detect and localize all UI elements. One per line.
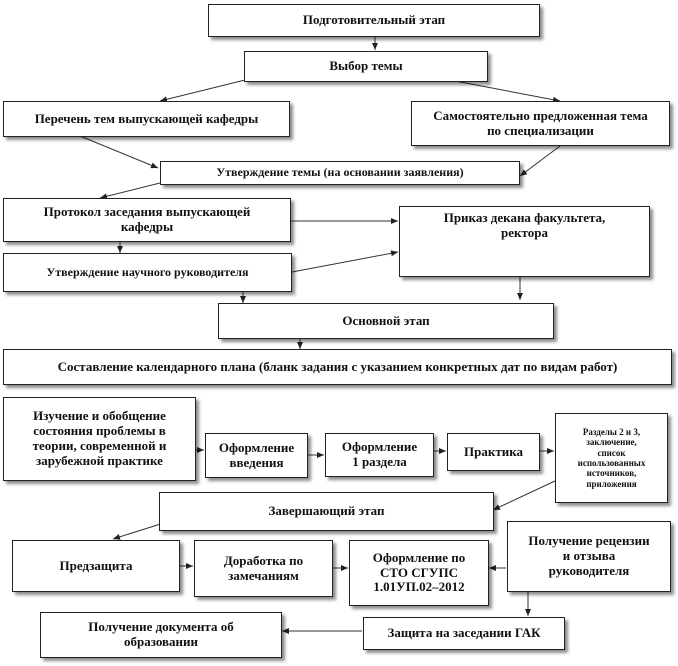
box-introduction: Оформление введения: [205, 433, 308, 478]
box-topic-approval-label: Утверждение темы (на основании заявления…: [216, 165, 464, 180]
box-introduction-label: Оформление введения: [218, 439, 295, 470]
box-main-stage: Основной этап: [218, 303, 554, 339]
box-self-proposed-topic: Самостоятельно предложенная тема по спец…: [411, 101, 670, 146]
box-reviews: Получение рецензии и отзыва руководителя: [507, 521, 671, 592]
box-gak-defense-label: Защита на заседании ГАК: [387, 625, 541, 641]
box-final-stage-label: Завершающий этап: [268, 503, 385, 519]
arrow-approval-to-protocol: [99, 182, 161, 200]
box-education-document-label: Получение документа об образовании: [88, 619, 234, 649]
box-preparatory-stage-label: Подготовительный этап: [302, 12, 446, 28]
box-final-stage: Завершающий этап: [159, 492, 494, 531]
box-dean-order-label: Приказ декана факультета, ректора: [443, 210, 606, 240]
box-revision-label: Доработка по замечаниям: [223, 552, 304, 583]
box-section-one: Оформление 1 раздела: [325, 433, 434, 477]
box-reviews-label: Получение рецензии и отзыва руководителя: [528, 533, 650, 578]
box-revision: Доработка по замечаниям: [194, 540, 333, 597]
box-topic-approval: Утверждение темы (на основании заявления…: [160, 161, 520, 185]
box-preparatory-stage: Подготовительный этап: [208, 4, 540, 37]
box-sections-2-3-label: Разделы 2 и 3, заключение, список исполь…: [577, 426, 646, 489]
box-calendar-plan: Составление календарного плана (бланк за…: [3, 349, 672, 385]
box-main-stage-label: Основной этап: [342, 312, 430, 328]
box-education-document: Получение документа об образовании: [40, 612, 282, 658]
box-sections-2-3: Разделы 2 и 3, заключение, список исполь…: [555, 413, 668, 503]
box-formatting-standard: Оформление по СТО СГУПС 1.01УП.02–2012: [349, 540, 489, 606]
box-practice: Практика: [447, 433, 540, 471]
box-calendar-plan-label: Составление календарного плана (бланк за…: [57, 358, 618, 374]
box-department-topics-label: Перечень тем выпускающей кафедры: [34, 110, 259, 126]
box-dean-order: Приказ декана факультета, ректора: [399, 206, 650, 277]
arrow-topic-to-department-topics: [159, 79, 246, 103]
box-topic-choice: Выбор темы: [244, 51, 488, 82]
box-self-proposed-topic-label: Самостоятельно предложенная тема по спец…: [433, 107, 648, 138]
box-department-topics: Перечень тем выпускающей кафедры: [3, 101, 290, 137]
box-supervisor-approval-label: Утверждение научного руководителя: [46, 264, 249, 279]
box-practice-label: Практика: [463, 443, 523, 459]
box-gak-defense: Защита на заседании ГАК: [363, 617, 565, 650]
box-pre-defense-label: Предзащита: [59, 557, 133, 573]
box-supervisor-approval: Утверждение научного руководителя: [3, 253, 292, 292]
box-formatting-standard-label: Оформление по СТО СГУПС 1.01УП.02–2012: [372, 549, 466, 595]
arrow-supervisor-to-dean-order: [291, 250, 399, 273]
box-section-one-label: Оформление 1 раздела: [341, 439, 418, 469]
box-topic-choice-label: Выбор темы: [329, 58, 403, 74]
box-pre-defense: Предзащита: [12, 540, 180, 592]
box-problem-study-label: Изучение и обобщение состояния проблемы …: [32, 408, 167, 468]
box-problem-study: Изучение и обобщение состояния проблемы …: [3, 397, 196, 481]
arrow-department-topics-to-approval: [79, 135, 159, 169]
arrow-self-proposed-to-approval: [519, 145, 561, 177]
box-department-protocol-label: Протокол заседания выпускающей кафедры: [43, 204, 251, 234]
box-department-protocol: Протокол заседания выпускающей кафедры: [3, 198, 291, 242]
arrow-topic-to-self-proposed: [449, 79, 561, 103]
